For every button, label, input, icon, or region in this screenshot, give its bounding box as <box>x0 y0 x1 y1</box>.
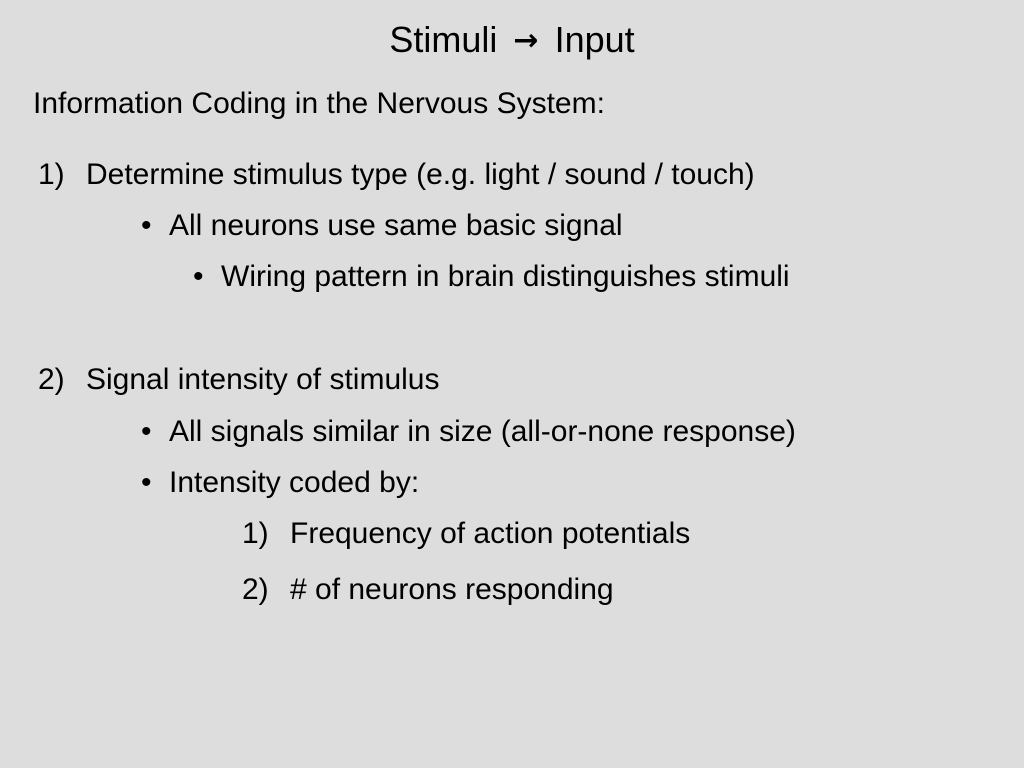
title-left: Stimuli <box>389 19 498 60</box>
bullet-item: • All signals similar in size (all-or-non… <box>141 414 796 450</box>
list-item-text: Signal intensity of stimulus <box>86 363 440 396</box>
sub-list-item-text: Frequency of action potentials <box>290 517 691 550</box>
bullet-icon: • <box>193 260 204 293</box>
list-item-number: 1) <box>38 158 65 191</box>
bullet-item: • Intensity coded by: <box>141 465 419 501</box>
list-item-text: Determine stimulus type (e.g. light / so… <box>86 158 755 191</box>
sub-list-item: 1) Frequency of action potentials <box>242 516 690 552</box>
list-item-2: 2) Signal intensity of stimulus <box>38 362 440 398</box>
bullet-text: All neurons use same basic signal <box>169 209 623 242</box>
bullet-text: All signals similar in size (all-or-none… <box>169 415 796 448</box>
bullet-text: Intensity coded by: <box>169 466 420 499</box>
bullet-icon: • <box>141 466 152 499</box>
slide-subtitle: Information Coding in the Nervous System… <box>33 87 605 120</box>
sub-list-item-number: 2) <box>242 573 269 606</box>
right-arrow-icon: → <box>513 23 539 58</box>
sub-list-item: 2) # of neurons responding <box>242 572 614 608</box>
bullet-text: Wiring pattern in brain distinguishes st… <box>221 260 790 293</box>
bullet-item: • All neurons use same basic signal <box>141 208 623 244</box>
list-item-1: 1) Determine stimulus type (e.g. light / … <box>38 157 755 193</box>
bullet-item: • Wiring pattern in brain distinguishes s… <box>193 259 790 295</box>
sub-list-item-number: 1) <box>242 517 269 550</box>
bullet-icon: • <box>141 415 152 448</box>
title-right: Input <box>554 19 635 60</box>
slide-title: Stimuli → Input <box>0 18 1024 63</box>
bullet-icon: • <box>141 209 152 242</box>
list-item-number: 2) <box>38 363 65 396</box>
sub-list-item-text: # of neurons responding <box>290 573 614 606</box>
